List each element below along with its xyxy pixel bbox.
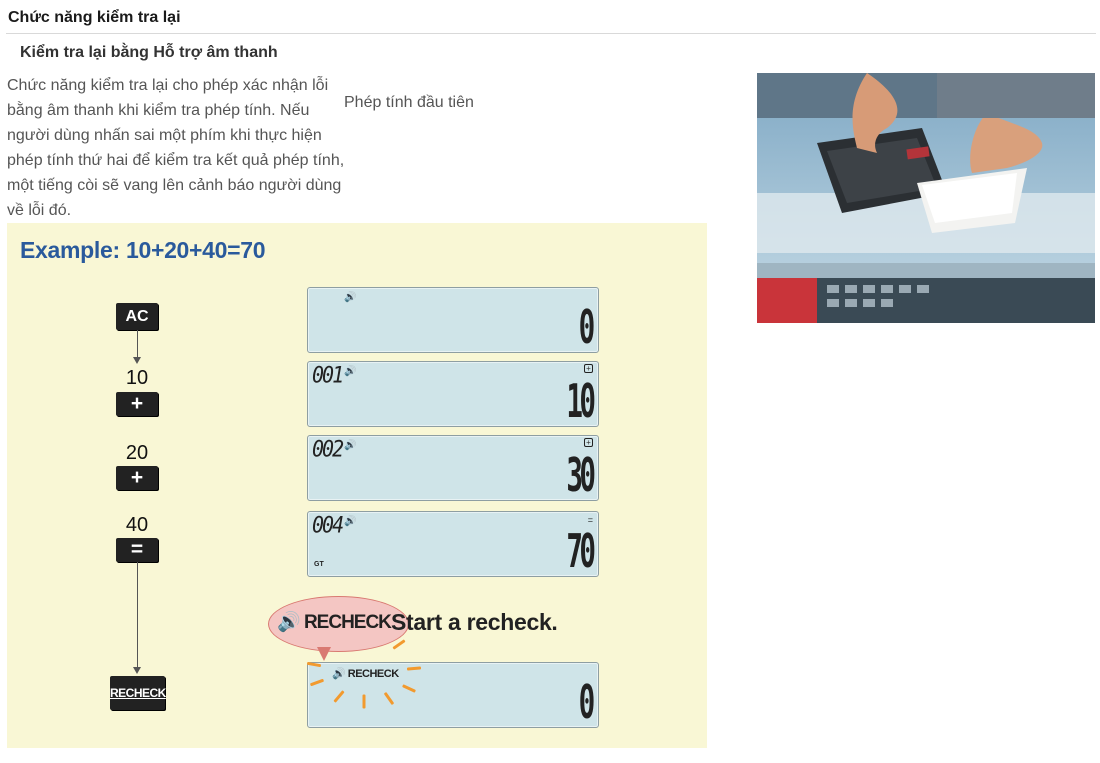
recheck-key: RECHECK <box>110 676 166 710</box>
flow-arrow <box>133 357 141 364</box>
speaker-icon: 🔊 <box>332 668 346 680</box>
lcd-display: 004 🔊 = GT 70 <box>307 511 599 577</box>
input-number: 20 <box>125 442 149 464</box>
input-number: 10 <box>125 367 149 389</box>
display-counter: 004 <box>312 511 344 539</box>
gt-indicator: GT <box>314 561 324 568</box>
equals-key: = <box>116 538 158 562</box>
recheck-callout: Start a recheck. <box>391 609 558 635</box>
plus-key: + <box>116 466 158 490</box>
speaker-icon: 🔊 <box>344 366 357 377</box>
display-value: 70 <box>565 524 596 578</box>
speaker-icon: 🔊 <box>344 292 357 303</box>
display-value: 30 <box>565 448 596 502</box>
example-panel: Example: 10+20+40=70 AC 10 + 20 + 40 = R… <box>7 223 707 748</box>
ac-key: AC <box>116 303 158 330</box>
lcd-display: 001 🔊 + 10 <box>307 361 599 427</box>
lcd-display: 🔊 0 <box>307 287 599 353</box>
plus-indicator-icon: + <box>584 438 593 447</box>
title-divider <box>6 33 1096 34</box>
flow-line <box>137 562 138 668</box>
lcd-display: 🔊 RECHECK 0 <box>307 662 599 728</box>
lcd-display: 002 🔊 + 30 <box>307 435 599 501</box>
first-calc-label: Phép tính đầu tiên <box>344 94 474 111</box>
display-counter: 002 <box>312 435 344 463</box>
speaker-icon: 🔊 <box>344 440 357 451</box>
recheck-indicator: 🔊 RECHECK <box>332 667 399 680</box>
display-counter: 001 <box>312 361 344 389</box>
speaker-icon: 🔊 <box>277 612 301 633</box>
calculator-photo <box>757 73 1095 323</box>
bubble-text: RECHECK <box>303 612 392 633</box>
page-title: Chức năng kiểm tra lại <box>8 9 181 26</box>
equals-indicator-icon: = <box>587 515 593 525</box>
plus-indicator-icon: + <box>584 364 593 373</box>
speaker-icon: 🔊 <box>344 516 357 527</box>
display-value: 10 <box>565 374 596 428</box>
example-title: Example: 10+20+40=70 <box>20 237 266 263</box>
plus-key: + <box>116 392 158 416</box>
description-text: Chức năng kiểm tra lại cho phép xác nhận… <box>7 77 345 219</box>
recheck-bubble-label: 🔊 RECHECK <box>277 610 392 634</box>
display-value: 0 <box>578 675 596 729</box>
recheck-indicator-text: RECHECK <box>347 668 399 680</box>
section-title: Kiểm tra lại bằng Hỗ trợ âm thanh <box>20 44 278 61</box>
flow-arrow <box>133 667 141 674</box>
display-value: 0 <box>578 300 596 354</box>
bubble-tail <box>317 647 331 661</box>
flow-line <box>137 330 138 358</box>
input-number: 40 <box>125 514 149 536</box>
beep-ray <box>362 694 366 709</box>
recheck-bubble <box>268 596 409 652</box>
